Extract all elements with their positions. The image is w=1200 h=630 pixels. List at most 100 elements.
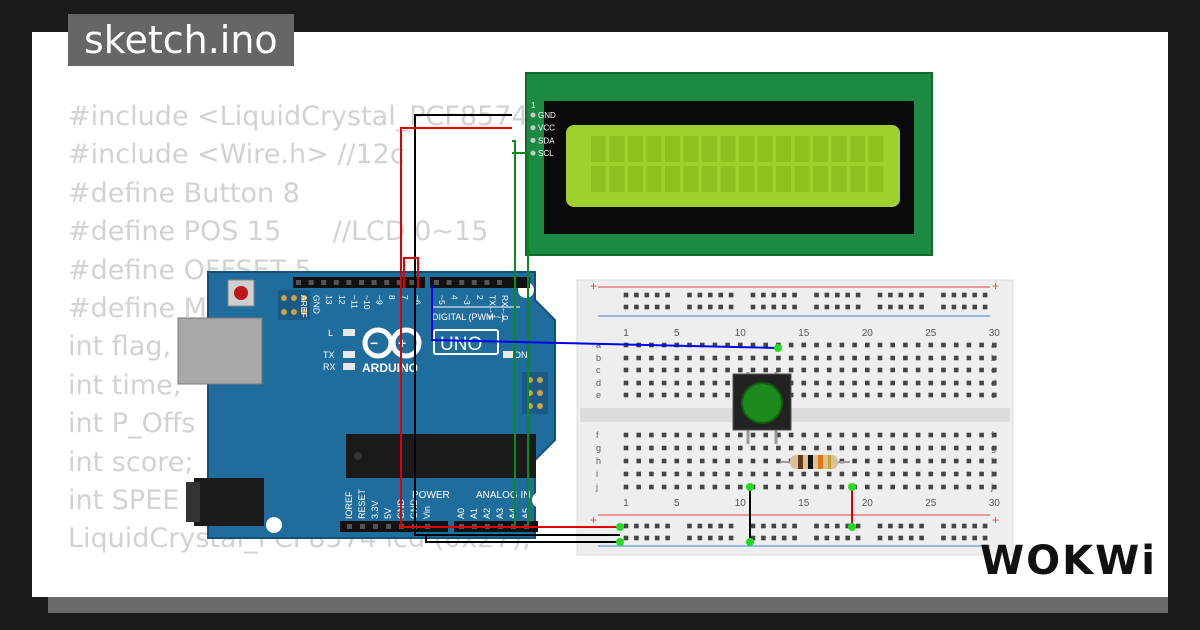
breadboard-hole[interactable] <box>865 471 870 477</box>
breadboard-hole[interactable] <box>845 304 850 310</box>
breadboard-hole[interactable] <box>761 535 766 541</box>
breadboard-hole[interactable] <box>661 484 667 490</box>
breadboard-hole[interactable] <box>649 380 654 386</box>
breadboard-hole[interactable] <box>814 304 819 310</box>
breadboard-hole[interactable] <box>687 458 692 464</box>
breadboard-hole[interactable] <box>649 471 654 477</box>
breadboard-hole[interactable] <box>763 342 768 348</box>
digital-pin-icon[interactable] <box>321 280 327 285</box>
breadboard-hole[interactable] <box>877 471 883 477</box>
breadboard-hole[interactable] <box>699 432 705 438</box>
breadboard-hole[interactable] <box>738 484 743 490</box>
breadboard-hole[interactable] <box>712 392 718 398</box>
breadboard-hole[interactable] <box>763 367 768 373</box>
breadboard-hole[interactable] <box>708 292 713 298</box>
breadboard-hole[interactable] <box>712 367 718 373</box>
breadboard-hole[interactable] <box>877 484 883 490</box>
breadboard-hole[interactable] <box>966 432 972 438</box>
breadboard-hole[interactable] <box>718 535 723 541</box>
breadboard-hole[interactable] <box>908 523 914 529</box>
breadboard-hole[interactable] <box>788 432 794 438</box>
breadboard-hole[interactable] <box>636 392 641 398</box>
breadboard-hole[interactable] <box>814 342 819 348</box>
breadboard-hole[interactable] <box>951 292 957 298</box>
breadboard-hole[interactable] <box>941 432 946 438</box>
breadboard-hole[interactable] <box>826 432 832 438</box>
breadboard-hole[interactable] <box>928 458 934 464</box>
breadboard-hole[interactable] <box>839 380 845 386</box>
breadboard-hole[interactable] <box>865 432 870 438</box>
breadboard-hole[interactable] <box>979 380 984 386</box>
breadboard-hole[interactable] <box>992 484 997 490</box>
breadboard-hole[interactable] <box>898 292 904 298</box>
breadboard-hole[interactable] <box>699 392 705 398</box>
breadboard-hole[interactable] <box>738 432 743 438</box>
breadboard-hole[interactable] <box>953 484 959 490</box>
breadboard-hole[interactable] <box>699 471 705 477</box>
breadboard-hole[interactable] <box>903 445 908 451</box>
breadboard-hole[interactable] <box>941 458 946 464</box>
breadboard-hole[interactable] <box>788 367 794 373</box>
breadboard-hole[interactable] <box>972 523 977 529</box>
breadboard-hole[interactable] <box>649 432 654 438</box>
breadboard-hole[interactable] <box>750 304 756 310</box>
breadboard-hole[interactable] <box>725 432 730 438</box>
breadboard-hole[interactable] <box>674 458 680 464</box>
breadboard-hole[interactable] <box>903 392 908 398</box>
breadboard-hole[interactable] <box>839 367 845 373</box>
breadboard-hole[interactable] <box>852 458 857 464</box>
breadboard-hole[interactable] <box>623 392 629 398</box>
breadboard-hole[interactable] <box>888 523 893 529</box>
breadboard-hole[interactable] <box>839 432 845 438</box>
breadboard-hole[interactable] <box>966 484 972 490</box>
breadboard-hole[interactable] <box>771 523 777 529</box>
breadboard-hole[interactable] <box>792 292 797 298</box>
breadboard-hole[interactable] <box>855 292 861 298</box>
breadboard-hole[interactable] <box>801 355 807 361</box>
breadboard-hole[interactable] <box>801 380 807 386</box>
digital-pin-icon[interactable] <box>446 280 452 285</box>
breadboard-hole[interactable] <box>728 523 734 529</box>
breadboard-hole[interactable] <box>877 304 883 310</box>
push-button[interactable] <box>732 372 792 444</box>
breadboard-hole[interactable] <box>699 484 705 490</box>
breadboard-hole[interactable] <box>890 484 895 490</box>
breadboard-hole[interactable] <box>661 355 667 361</box>
breadboard-hole[interactable] <box>728 304 734 310</box>
breadboard-hole[interactable] <box>661 392 667 398</box>
breadboard-hole[interactable] <box>699 342 705 348</box>
breadboard-hole[interactable] <box>801 367 807 373</box>
digital-pin-icon[interactable] <box>359 280 364 285</box>
breadboard-hole[interactable] <box>855 535 861 541</box>
breadboard-hole[interactable] <box>979 355 984 361</box>
breadboard-hole[interactable] <box>725 484 730 490</box>
breadboard-hole[interactable] <box>903 342 908 348</box>
breadboard-hole[interactable] <box>623 304 629 310</box>
breadboard-hole[interactable] <box>951 304 957 310</box>
breadboard-hole[interactable] <box>708 535 713 541</box>
breadboard-hole[interactable] <box>674 445 680 451</box>
breadboard-hole[interactable] <box>801 471 807 477</box>
breadboard-hole[interactable] <box>890 432 895 438</box>
breadboard-hole[interactable] <box>649 458 654 464</box>
breadboard-hole[interactable] <box>801 432 807 438</box>
breadboard-hole[interactable] <box>636 458 641 464</box>
breadboard-hole[interactable] <box>776 471 781 477</box>
power-pin-icon[interactable] <box>347 524 352 529</box>
breadboard-hole[interactable] <box>852 342 857 348</box>
breadboard-hole[interactable] <box>674 432 680 438</box>
breadboard-hole[interactable] <box>699 445 705 451</box>
breadboard-hole[interactable] <box>771 535 777 541</box>
breadboard-hole[interactable] <box>941 445 946 451</box>
breadboard-hole[interactable] <box>845 292 850 298</box>
breadboard-hole[interactable] <box>898 535 904 541</box>
breadboard-hole[interactable] <box>725 458 730 464</box>
breadboard-hole[interactable] <box>776 445 781 451</box>
breadboard-hole[interactable] <box>852 380 857 386</box>
digital-pin-icon[interactable] <box>308 280 314 285</box>
breadboard-hole[interactable] <box>781 523 787 529</box>
breadboard-hole[interactable] <box>738 355 743 361</box>
breadboard-hole[interactable] <box>982 535 988 541</box>
breadboard-hole[interactable] <box>979 471 984 477</box>
breadboard-hole[interactable] <box>636 367 641 373</box>
